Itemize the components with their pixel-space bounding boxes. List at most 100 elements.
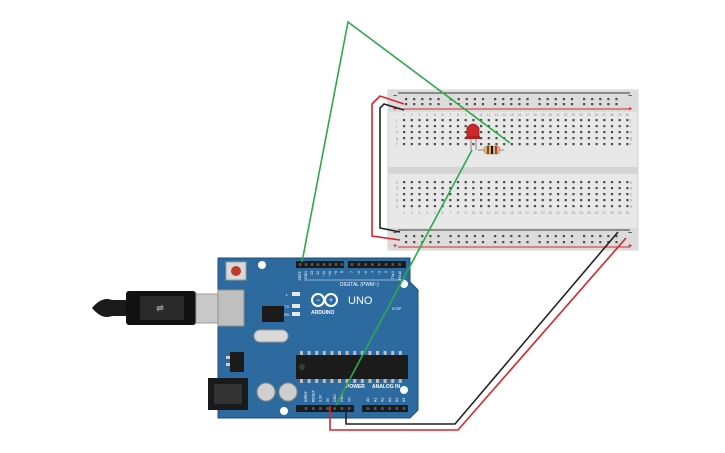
rail-hole[interactable] <box>449 241 452 244</box>
rail-hole[interactable] <box>494 235 497 238</box>
terminal-hole[interactable] <box>564 137 567 140</box>
terminal-hole[interactable] <box>526 131 529 134</box>
terminal-hole[interactable] <box>418 181 421 184</box>
terminal-hole[interactable] <box>549 137 552 140</box>
terminal-hole[interactable] <box>410 125 413 128</box>
terminal-hole[interactable] <box>510 193 513 196</box>
terminal-hole[interactable] <box>572 125 575 128</box>
header-pin[interactable] <box>340 263 344 266</box>
header-pin[interactable] <box>316 263 320 266</box>
terminal-hole[interactable] <box>441 137 444 140</box>
rail-hole[interactable] <box>421 103 424 106</box>
rail-hole[interactable] <box>570 98 574 101</box>
terminal-hole[interactable] <box>618 187 621 190</box>
rail-hole[interactable] <box>429 98 432 101</box>
terminal-hole[interactable] <box>487 199 490 202</box>
rail-hole[interactable] <box>583 98 586 101</box>
header-pin[interactable] <box>366 407 370 410</box>
terminal-hole[interactable] <box>533 193 537 196</box>
terminal-hole[interactable] <box>549 125 552 128</box>
terminal-hole[interactable] <box>510 131 513 134</box>
terminal-hole[interactable] <box>464 143 467 146</box>
rail-hole[interactable] <box>615 103 618 106</box>
header-pin[interactable] <box>391 263 395 266</box>
terminal-hole[interactable] <box>541 125 544 128</box>
rail-hole[interactable] <box>413 103 416 106</box>
terminal-hole[interactable] <box>518 205 521 208</box>
header-pin[interactable] <box>381 407 384 410</box>
terminal-hole[interactable] <box>549 181 552 184</box>
terminal-hole[interactable] <box>603 205 606 208</box>
terminal-hole[interactable] <box>495 143 498 146</box>
rail-hole[interactable] <box>518 103 521 106</box>
rail-hole[interactable] <box>473 235 476 238</box>
terminal-hole[interactable] <box>541 181 544 184</box>
terminal-hole[interactable] <box>472 187 475 190</box>
terminal-hole[interactable] <box>587 205 590 208</box>
terminal-hole[interactable] <box>533 125 537 128</box>
terminal-hole[interactable] <box>464 199 467 202</box>
terminal-hole[interactable] <box>510 119 513 122</box>
terminal-hole[interactable] <box>487 125 490 128</box>
rail-hole[interactable] <box>405 241 408 244</box>
terminal-hole[interactable] <box>595 131 598 134</box>
terminal-hole[interactable] <box>410 119 413 122</box>
terminal-hole[interactable] <box>572 119 575 122</box>
rail-hole[interactable] <box>405 103 408 106</box>
terminal-hole[interactable] <box>433 205 436 208</box>
terminal-hole[interactable] <box>433 187 436 190</box>
rail-hole[interactable] <box>546 103 549 106</box>
terminal-hole[interactable] <box>503 187 506 190</box>
terminal-hole[interactable] <box>403 131 406 134</box>
terminal-hole[interactable] <box>557 181 560 184</box>
terminal-hole[interactable] <box>603 199 606 202</box>
rail-hole[interactable] <box>437 98 440 101</box>
rail-hole[interactable] <box>429 235 432 238</box>
terminal-hole[interactable] <box>618 181 621 184</box>
rail-hole[interactable] <box>591 103 594 106</box>
rail-hole[interactable] <box>538 98 541 101</box>
terminal-hole[interactable] <box>572 143 575 146</box>
terminal-hole[interactable] <box>426 131 429 134</box>
terminal-hole[interactable] <box>610 199 614 202</box>
terminal-hole[interactable] <box>426 193 429 196</box>
header-pin[interactable] <box>333 407 337 410</box>
terminal-hole[interactable] <box>456 137 460 140</box>
terminal-hole[interactable] <box>487 119 490 122</box>
rail-hole[interactable] <box>510 98 513 101</box>
terminal-hole[interactable] <box>533 131 537 134</box>
rail-hole[interactable] <box>538 241 541 244</box>
rail-hole[interactable] <box>546 241 549 244</box>
terminal-hole[interactable] <box>580 125 583 128</box>
rail-hole[interactable] <box>554 98 557 101</box>
terminal-hole[interactable] <box>526 199 529 202</box>
rail-hole[interactable] <box>494 241 497 244</box>
bottom-pin-holes[interactable] <box>304 407 406 410</box>
digital-header-high[interactable] <box>296 261 344 268</box>
terminal-hole[interactable] <box>449 205 452 208</box>
terminal-hole[interactable] <box>618 193 621 196</box>
terminal-hole[interactable] <box>610 119 614 122</box>
terminal-hole[interactable] <box>487 137 490 140</box>
terminal-hole[interactable] <box>410 131 413 134</box>
terminal-hole[interactable] <box>403 137 406 140</box>
terminal-hole[interactable] <box>518 187 521 190</box>
terminal-hole[interactable] <box>487 143 490 146</box>
terminal-hole[interactable] <box>410 181 413 184</box>
terminal-hole[interactable] <box>472 181 475 184</box>
terminal-hole[interactable] <box>587 181 590 184</box>
rail-hole[interactable] <box>583 241 586 244</box>
rail-hole[interactable] <box>405 235 408 238</box>
terminal-hole[interactable] <box>472 143 475 146</box>
terminal-hole[interactable] <box>564 143 567 146</box>
terminal-hole[interactable] <box>587 199 590 202</box>
terminal-hole[interactable] <box>557 137 560 140</box>
terminal-hole[interactable] <box>610 131 614 134</box>
terminal-hole[interactable] <box>526 125 529 128</box>
terminal-hole[interactable] <box>503 125 506 128</box>
terminal-hole[interactable] <box>541 143 544 146</box>
terminal-hole[interactable] <box>518 119 521 122</box>
terminal-hole[interactable] <box>533 187 537 190</box>
terminal-hole[interactable] <box>572 181 575 184</box>
terminal-hole[interactable] <box>418 125 421 128</box>
